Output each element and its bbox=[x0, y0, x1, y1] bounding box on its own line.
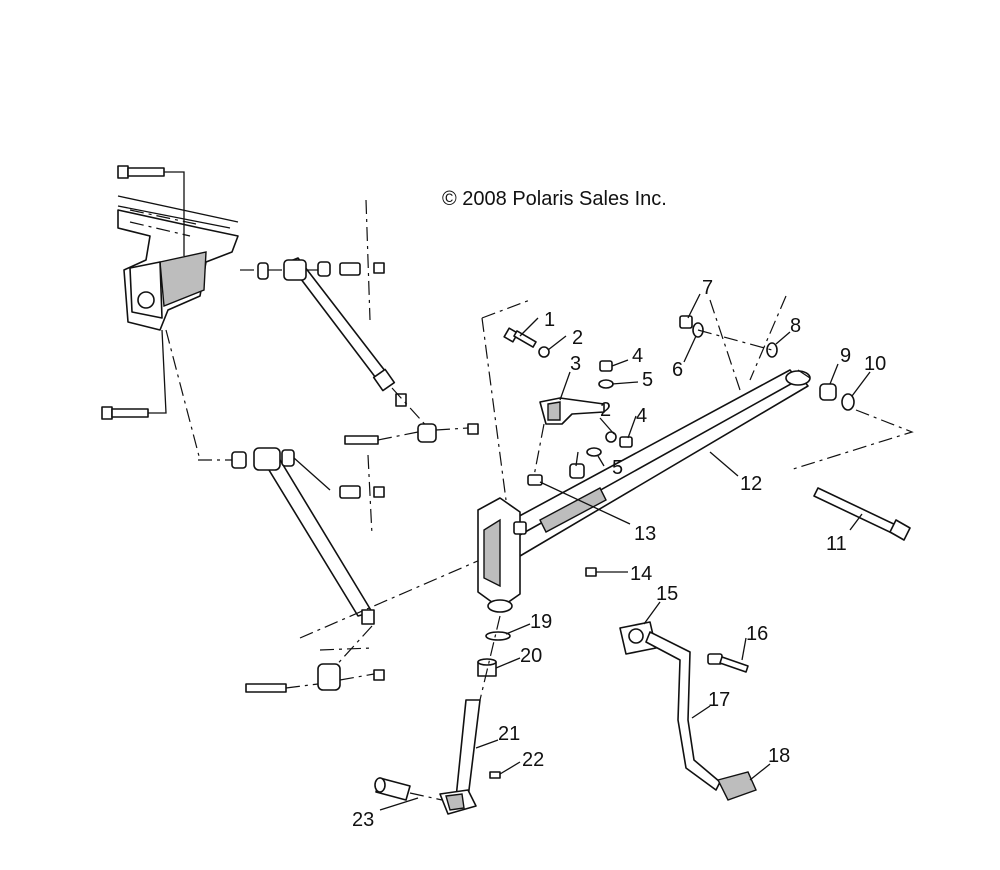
frame-bolt-upper bbox=[117, 165, 185, 256]
callout-21: 21 bbox=[498, 723, 520, 745]
dashline-housing-left bbox=[481, 317, 507, 501]
dashline-housing-top bbox=[481, 299, 531, 319]
nut-4-lower bbox=[619, 436, 633, 448]
dashline-lower-to-spindle bbox=[299, 559, 481, 639]
ring-10 bbox=[841, 393, 855, 411]
callout-10: 10 bbox=[864, 353, 886, 375]
pin-23 bbox=[374, 777, 411, 801]
callout-2-second: 2 bbox=[600, 399, 611, 421]
callout-labels: 1 2 3 4 5 6 7 8 9 10 11 12 13 14 15 16 1… bbox=[352, 277, 886, 831]
callout-12: 12 bbox=[740, 473, 762, 495]
callout-16: 16 bbox=[746, 623, 768, 645]
washer-5-upper bbox=[598, 379, 614, 389]
spindle-housing bbox=[477, 497, 527, 613]
washer-5-lower bbox=[586, 447, 602, 457]
callout-8: 8 bbox=[790, 315, 801, 337]
nut-7 bbox=[679, 315, 693, 329]
dashline-right-4 bbox=[789, 409, 914, 471]
callout-6: 6 bbox=[672, 359, 683, 381]
bushing-9 bbox=[819, 383, 837, 401]
dashline-frame-to-lower bbox=[165, 329, 201, 461]
callout-11: 11 bbox=[826, 533, 847, 555]
dashline-right-1 bbox=[709, 299, 741, 391]
callout-7: 7 bbox=[702, 277, 713, 299]
lower-a-arm bbox=[198, 447, 385, 693]
dashline-right-3 bbox=[749, 295, 787, 381]
bushing-20 bbox=[477, 658, 497, 677]
spindle-21 bbox=[439, 699, 481, 815]
trailing-arm bbox=[509, 369, 811, 557]
callout-9: 9 bbox=[840, 345, 851, 367]
callout-22: 22 bbox=[522, 749, 544, 771]
callout-3: 3 bbox=[570, 353, 581, 375]
washer-2-lower bbox=[605, 431, 617, 443]
dashline-pin bbox=[409, 792, 443, 801]
dashline-upper-vertical bbox=[365, 199, 371, 321]
callout-1: 1 bbox=[544, 309, 555, 331]
upper-a-arm bbox=[240, 257, 479, 445]
bolt-11 bbox=[813, 487, 911, 541]
zerk-14 bbox=[585, 567, 597, 577]
callout-18: 18 bbox=[768, 745, 790, 767]
callout-19: 19 bbox=[530, 611, 552, 633]
bolt-1 bbox=[503, 327, 537, 348]
fitting-22 bbox=[489, 771, 501, 779]
callout-4-second: 4 bbox=[636, 405, 647, 427]
callout-15: 15 bbox=[656, 583, 678, 605]
frame-bolt-lower bbox=[101, 329, 167, 420]
washer-8 bbox=[766, 342, 778, 358]
pedal-assembly bbox=[619, 621, 757, 801]
washer-2-upper bbox=[538, 346, 550, 358]
bushing-13 bbox=[527, 474, 543, 486]
callout-14: 14 bbox=[630, 563, 652, 585]
callout-2: 2 bbox=[572, 327, 583, 349]
dashline-lower-vertical bbox=[367, 454, 373, 536]
callout-4: 4 bbox=[632, 345, 643, 367]
dashline-right-2 bbox=[697, 329, 773, 351]
seal-19 bbox=[485, 631, 511, 641]
dashline-bracket bbox=[533, 423, 545, 477]
chassis-mount-bracket bbox=[117, 195, 239, 331]
dashline-lower-balljoint bbox=[319, 647, 373, 651]
copyright-text: © 2008 Polaris Sales Inc. bbox=[442, 188, 667, 210]
nut-4-upper bbox=[599, 360, 613, 372]
dashline-post bbox=[479, 615, 501, 701]
callout-5: 5 bbox=[642, 369, 653, 391]
callout-17: 17 bbox=[708, 689, 730, 711]
callout-13: 13 bbox=[634, 523, 656, 545]
bracket-3 bbox=[539, 397, 605, 425]
callout-leaders bbox=[379, 293, 871, 811]
tie-rod-end bbox=[569, 451, 585, 479]
callout-23: 23 bbox=[352, 809, 374, 831]
callout-20: 20 bbox=[520, 645, 542, 667]
callout-5-second: 5 bbox=[612, 457, 623, 479]
